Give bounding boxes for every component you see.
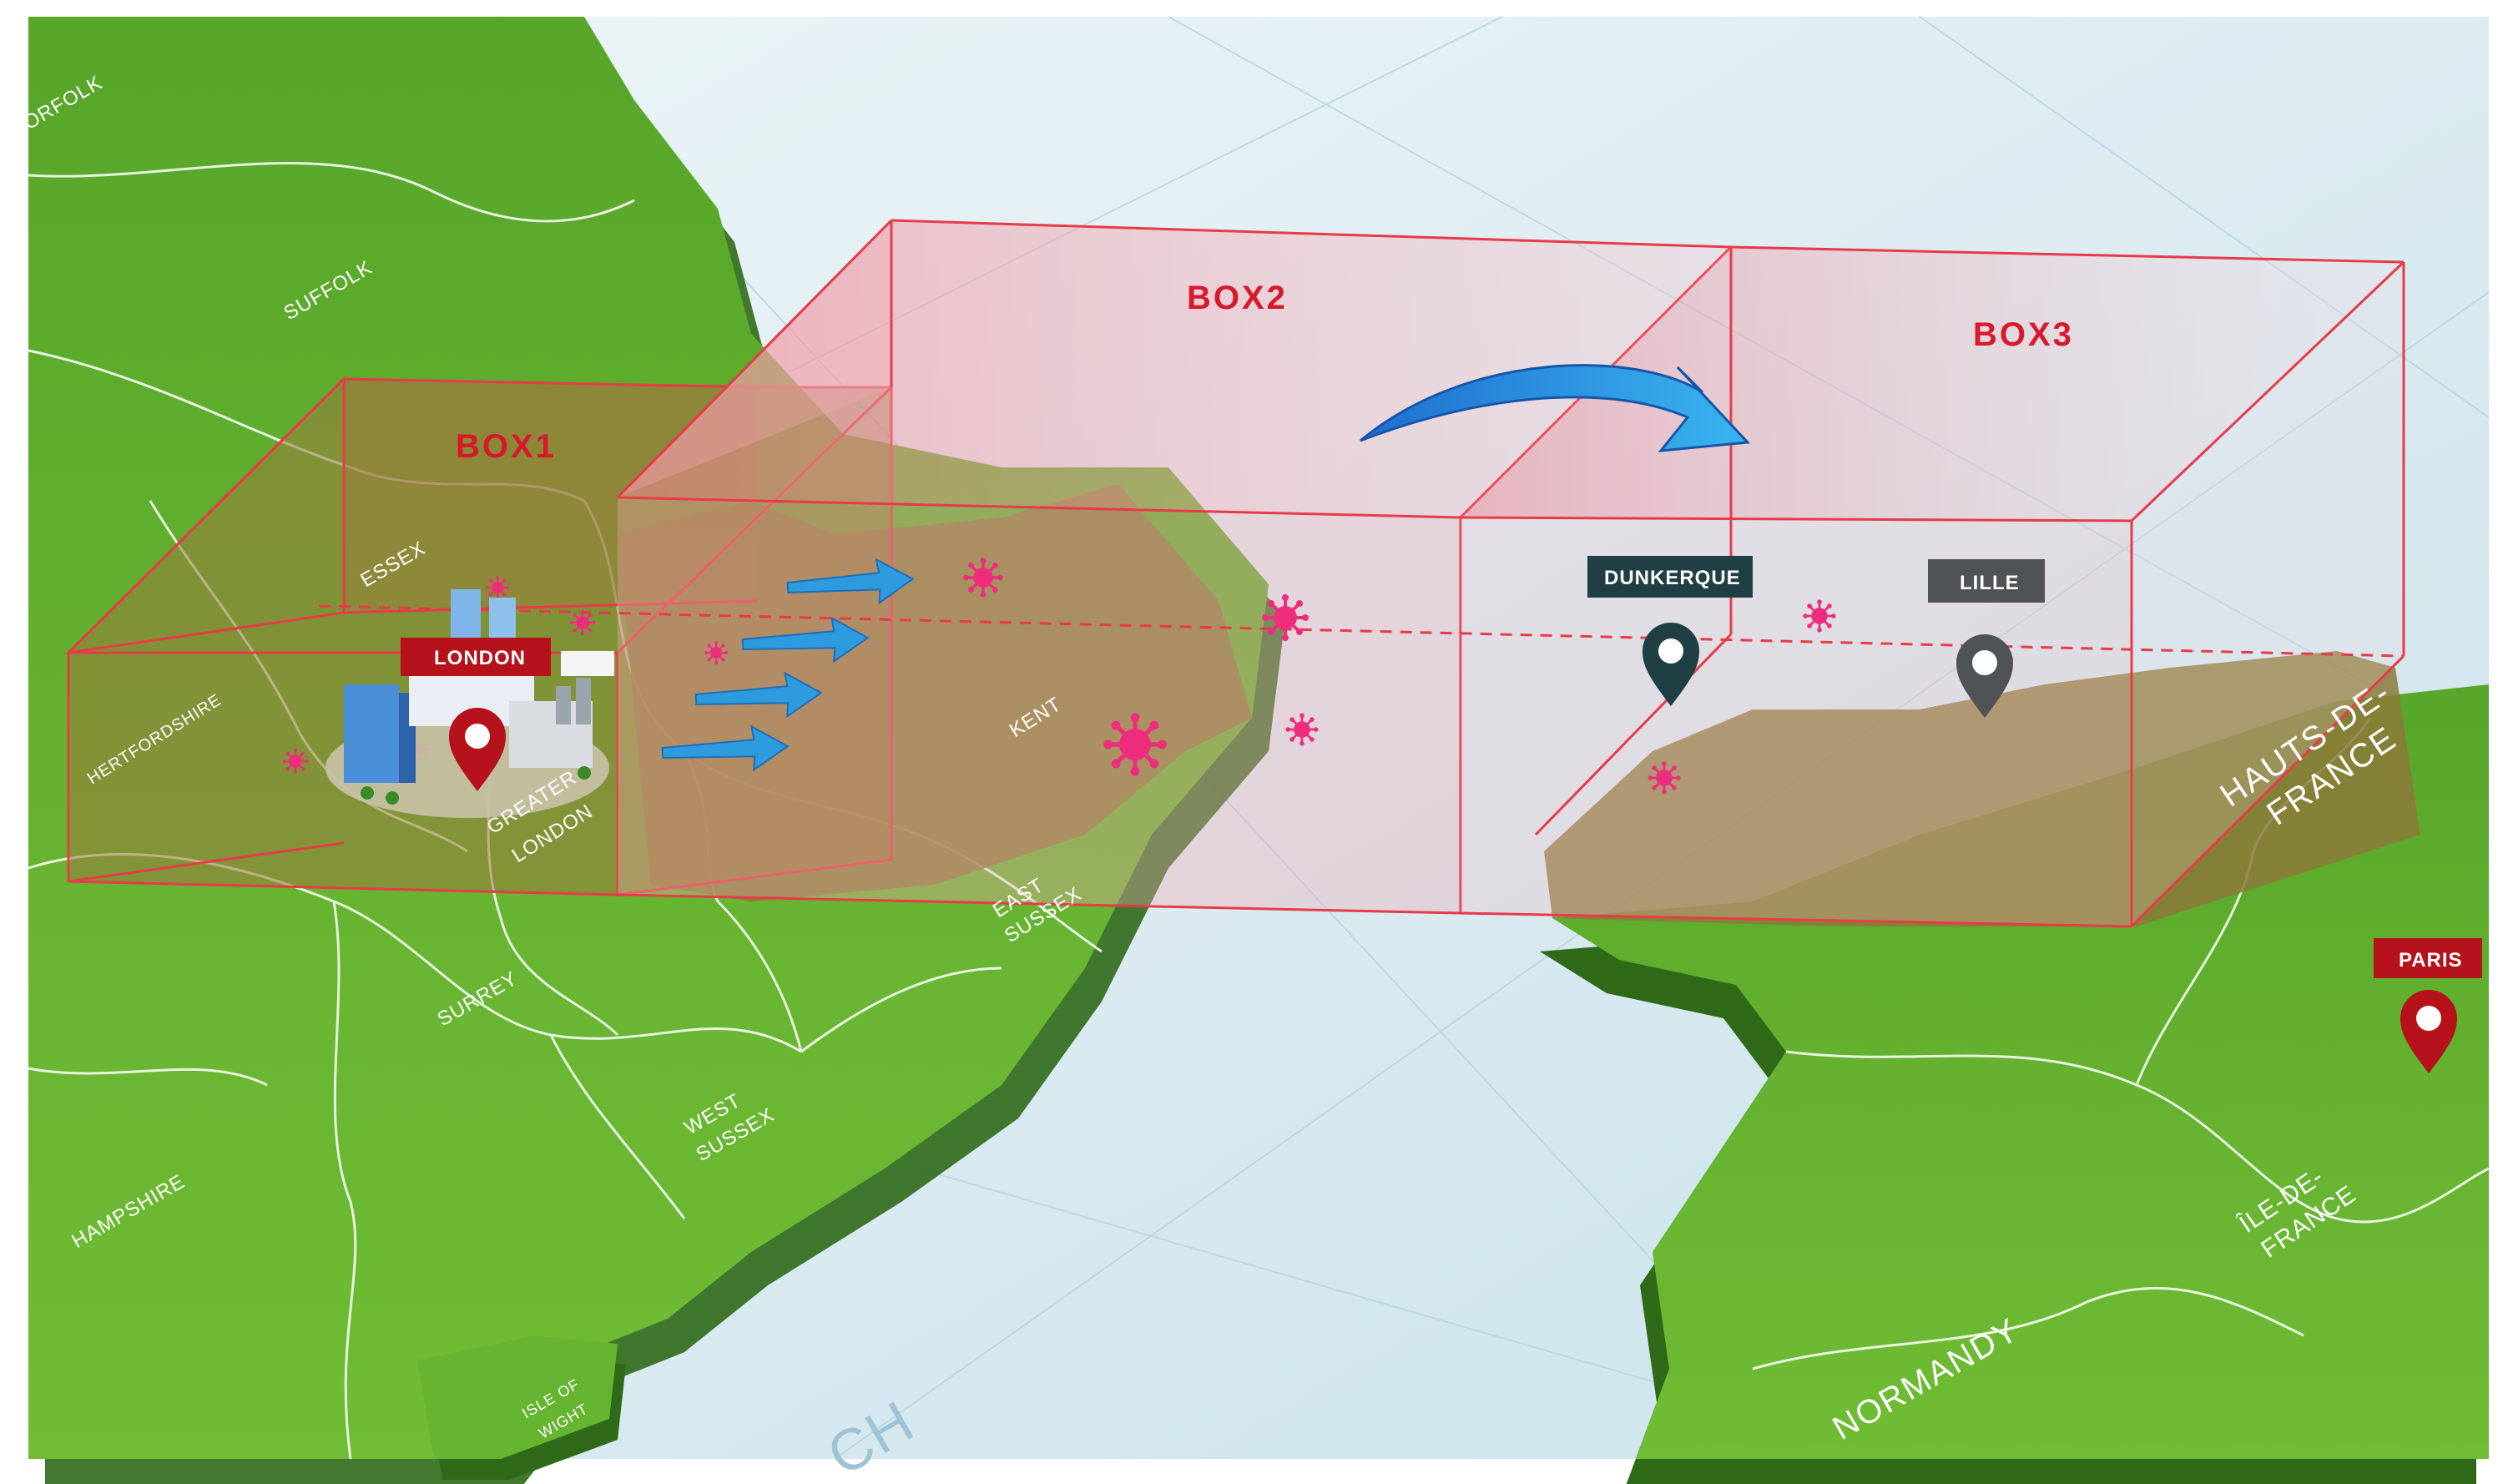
dunkerque-label: DUNKERQUE (1604, 567, 1741, 589)
virus-icon (485, 575, 510, 600)
box3: BOX3 (1460, 245, 2405, 928)
curved-arrow-icon (1360, 364, 1751, 452)
paris-label: PARIS (2399, 949, 2463, 972)
virus-icon (704, 640, 729, 665)
box1-title: BOX1 (456, 428, 557, 465)
london-marker[interactable]: LONDON (401, 638, 551, 791)
paris-tag (2374, 938, 2482, 978)
dashed-centerline (318, 604, 2405, 658)
lille-marker[interactable]: LILLE (1928, 559, 2045, 718)
dunkerque-marker[interactable]: DUNKERQUE (1587, 556, 1753, 706)
box3-title: BOX3 (1973, 316, 2074, 353)
london-tag (401, 638, 551, 676)
virus-icon (1647, 760, 1682, 795)
virus-icon (1284, 712, 1320, 747)
paris-marker[interactable]: PARIS (2374, 938, 2482, 1073)
virus-icon (281, 747, 310, 775)
virus-icon (568, 608, 597, 637)
lille-label: LILLE (1960, 572, 2020, 594)
dunkerque-tag (1587, 556, 1753, 598)
box2-title: BOX2 (1187, 280, 1288, 316)
lille-tag (1928, 559, 2045, 603)
virus-icon (1801, 598, 1838, 633)
virus-icon (1260, 593, 1310, 643)
virus-icon (1103, 713, 1167, 776)
london-label: LONDON (434, 647, 526, 669)
virus-icon (961, 556, 1005, 599)
box2: BOX2 (616, 219, 1733, 915)
